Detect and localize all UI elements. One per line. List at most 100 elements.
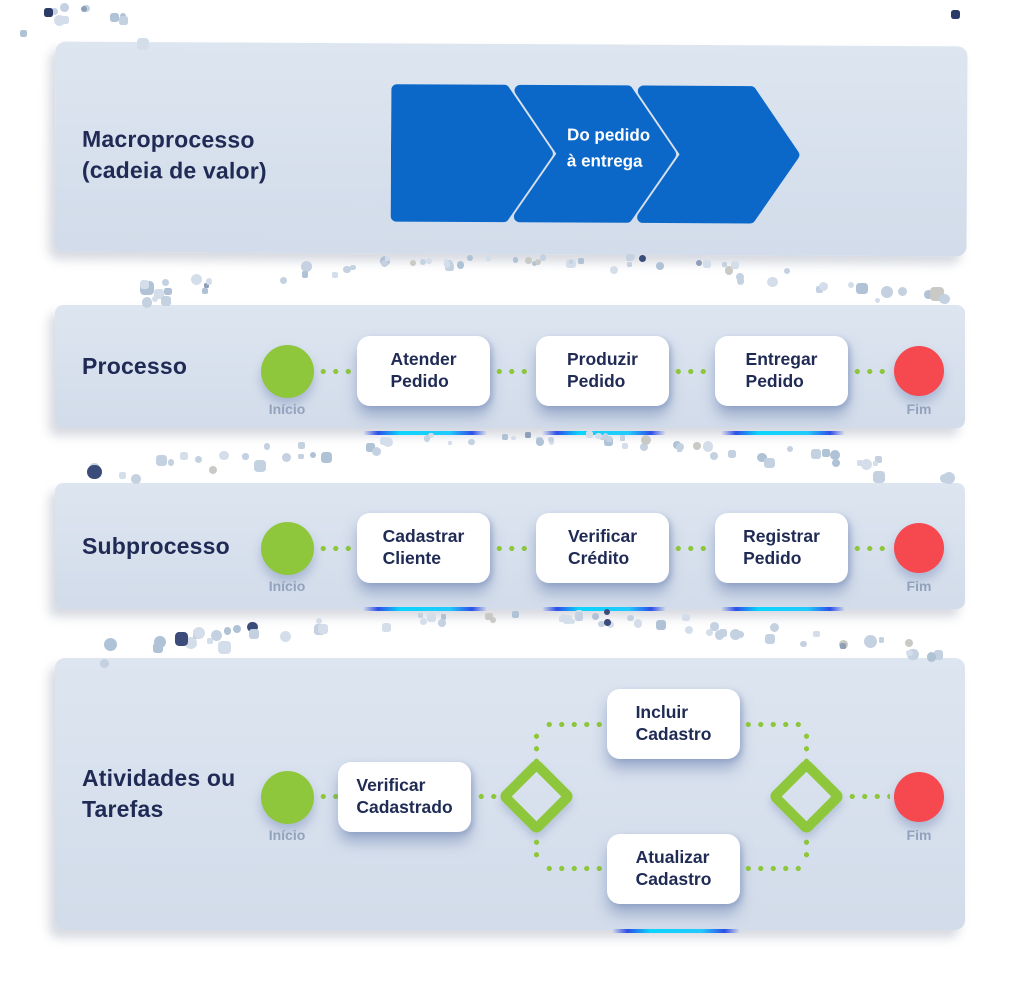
spray-dot bbox=[512, 257, 519, 264]
dotted-connector bbox=[317, 545, 355, 552]
spray-dot bbox=[856, 282, 868, 294]
spray-dot bbox=[600, 435, 606, 441]
spray-dot bbox=[448, 440, 453, 445]
spray-dot bbox=[880, 285, 893, 298]
value-chain-chevrons bbox=[390, 84, 800, 224]
spray-dot bbox=[875, 456, 882, 463]
spray-dot bbox=[155, 454, 167, 466]
spray-dot bbox=[502, 433, 509, 440]
spray-dot bbox=[609, 265, 618, 274]
start-event-label: Início bbox=[268, 827, 306, 843]
spray-dot bbox=[409, 260, 416, 266]
spray-dot bbox=[332, 272, 338, 278]
macroprocesso-label: Macroprocesso (cadeia de valor) bbox=[81, 125, 267, 184]
spray-dot bbox=[534, 259, 541, 266]
spray-dot bbox=[247, 621, 258, 633]
end-event-label: Fim bbox=[906, 578, 932, 594]
spray-dot bbox=[736, 277, 745, 285]
glitch-streak bbox=[363, 431, 487, 435]
spray-dot bbox=[385, 256, 390, 261]
band-atividades: Atividades ou Tarefas Início Verificar C… bbox=[55, 658, 965, 930]
spray-dot bbox=[847, 281, 854, 288]
chevron-arrow-label: Do pedido à entrega bbox=[566, 125, 651, 171]
end-event-label: Fim bbox=[906, 827, 932, 843]
dotted-connector bbox=[543, 865, 605, 872]
band-macroprocesso: Macroprocesso (cadeia de valor) Do pedid… bbox=[54, 41, 968, 257]
spray-dot bbox=[821, 449, 830, 457]
start-event-circle bbox=[261, 522, 314, 575]
spray-dot bbox=[730, 260, 739, 270]
spray-dot bbox=[174, 632, 189, 646]
spray-dot bbox=[380, 259, 388, 267]
spray-dot bbox=[192, 626, 205, 639]
spray-dot bbox=[204, 283, 210, 289]
spray-dot bbox=[50, 7, 59, 15]
spray-dot bbox=[603, 437, 613, 447]
chevron-arrow-1 bbox=[390, 84, 553, 223]
spray-dot bbox=[468, 438, 475, 446]
spray-dot bbox=[592, 612, 600, 620]
dotted-connector bbox=[317, 793, 339, 800]
spray-dot bbox=[297, 442, 305, 450]
spray-dot bbox=[242, 453, 249, 460]
spray-dot bbox=[856, 460, 863, 467]
spray-dot bbox=[787, 445, 794, 453]
spray-dot bbox=[574, 612, 584, 621]
spray-dot bbox=[568, 259, 573, 264]
process-step-box: Entregar Pedido bbox=[715, 336, 848, 406]
band-processo: Processo Início Atender Pedido Produzir … bbox=[55, 305, 965, 428]
glitch-streak bbox=[721, 607, 845, 611]
spray-dot bbox=[764, 457, 775, 469]
spray-dot bbox=[810, 449, 821, 460]
spray-dot bbox=[638, 254, 647, 263]
dotted-connector bbox=[851, 545, 891, 552]
spray-dot bbox=[366, 443, 375, 452]
spray-dot bbox=[301, 261, 313, 273]
spray-dot bbox=[219, 451, 229, 461]
spray-dot bbox=[709, 451, 718, 460]
end-event-label: Fim bbox=[906, 401, 932, 417]
spray-dot bbox=[59, 2, 69, 12]
spray-dot bbox=[718, 629, 728, 638]
spray-dot bbox=[343, 265, 351, 274]
dotted-connector bbox=[543, 721, 605, 728]
spray-dot bbox=[318, 624, 328, 634]
spray-dot bbox=[20, 30, 27, 37]
spray-dot bbox=[639, 443, 648, 452]
process-step-box: Produzir Pedido bbox=[536, 336, 669, 406]
spray-dot bbox=[603, 608, 611, 616]
spray-dot bbox=[161, 278, 170, 287]
start-event-label: Início bbox=[268, 578, 306, 594]
spray-dot bbox=[710, 622, 719, 631]
spray-dot bbox=[81, 6, 88, 13]
spray-dot bbox=[232, 624, 242, 633]
spray-dot bbox=[443, 261, 451, 268]
spray-dot bbox=[280, 631, 292, 643]
spray-dot bbox=[425, 257, 433, 265]
spray-dot bbox=[118, 471, 127, 479]
spray-dot bbox=[933, 650, 944, 660]
spray-dot bbox=[456, 261, 465, 269]
spray-dot bbox=[702, 441, 714, 452]
spray-dot bbox=[898, 286, 908, 296]
end-event-circle bbox=[894, 772, 944, 822]
spray-dot bbox=[44, 8, 53, 17]
spray-dot bbox=[320, 451, 332, 464]
spray-dot bbox=[702, 260, 711, 269]
dotted-connector bbox=[742, 721, 801, 728]
dotted-connector bbox=[742, 865, 801, 872]
spray-dot bbox=[595, 432, 602, 440]
dotted-connector bbox=[803, 730, 810, 762]
spray-dot bbox=[281, 452, 292, 463]
spray-dot bbox=[211, 630, 223, 642]
dotted-connector bbox=[846, 793, 890, 800]
spray-dot bbox=[53, 14, 65, 26]
process-step-box: Atender Pedido bbox=[357, 336, 490, 406]
spray-dot bbox=[730, 628, 742, 640]
spray-dot bbox=[532, 261, 538, 267]
spray-dot bbox=[120, 12, 127, 19]
spray-dot bbox=[485, 612, 493, 621]
spray-dot bbox=[316, 618, 322, 624]
spray-dot bbox=[606, 435, 612, 442]
